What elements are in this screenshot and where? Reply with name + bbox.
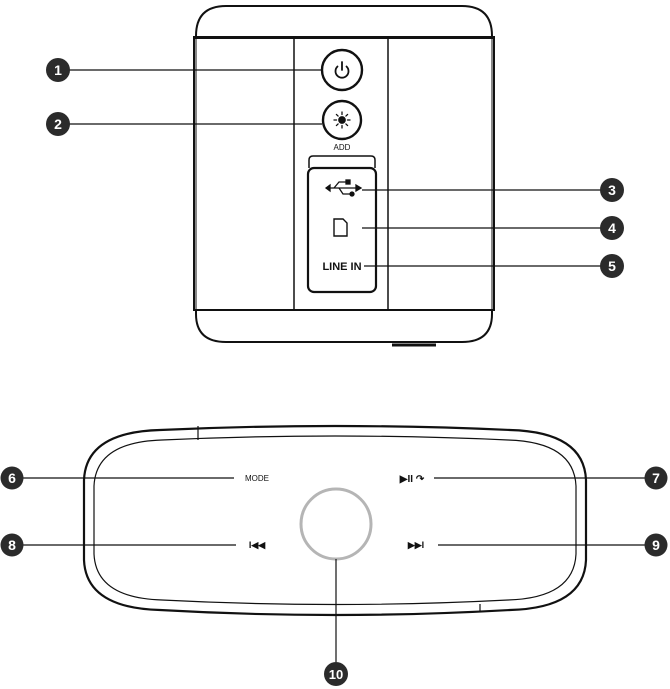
next-track-label[interactable]: ▶▶I [407, 540, 424, 550]
callout-3-number: 3 [608, 182, 616, 198]
sd-card-icon [334, 219, 347, 236]
port-cover-flap [309, 156, 375, 168]
bottom-cap [196, 310, 492, 342]
callout-7: 7 [645, 467, 668, 490]
line-in-label: LINE IN [322, 261, 361, 273]
control-panel-outer [84, 426, 586, 615]
add-button-label: ADD [334, 143, 351, 152]
callout-10: 10 [324, 662, 348, 686]
callout-9: 9 [645, 534, 668, 557]
control-panel [84, 426, 586, 615]
control-panel-inner [94, 436, 576, 605]
callout-2: 2 [46, 112, 70, 136]
sun-icon [334, 112, 350, 128]
play-pause-call-label[interactable]: ▶II ↷ [399, 474, 425, 485]
previous-track-label[interactable]: I◀◀ [249, 540, 266, 550]
control-panel-leader-lines [12, 478, 656, 662]
power-button[interactable] [322, 50, 362, 90]
callout-1-number: 1 [54, 62, 62, 78]
callout-5-number: 5 [608, 258, 616, 274]
callout-3: 3 [600, 178, 624, 202]
port-panel [308, 168, 376, 292]
usb-icon [326, 180, 361, 196]
callout-6-number: 6 [8, 470, 16, 486]
callout-7-number: 7 [652, 470, 660, 486]
mode-button-label[interactable]: MODE [245, 474, 269, 483]
callout-1: 1 [46, 58, 70, 82]
center-ring-button[interactable] [301, 489, 371, 559]
callout-5: 5 [600, 254, 624, 278]
add-button[interactable] [323, 101, 361, 139]
callout-10-number: 10 [329, 667, 343, 682]
callout-2-number: 2 [54, 116, 62, 132]
callout-6: 6 [1, 467, 24, 490]
callout-8: 8 [1, 534, 24, 557]
top-cap [196, 6, 492, 38]
callout-9-number: 9 [652, 537, 660, 553]
callout-4-number: 4 [608, 220, 616, 236]
callout-4: 4 [600, 216, 624, 240]
callout-8-number: 8 [8, 537, 16, 553]
